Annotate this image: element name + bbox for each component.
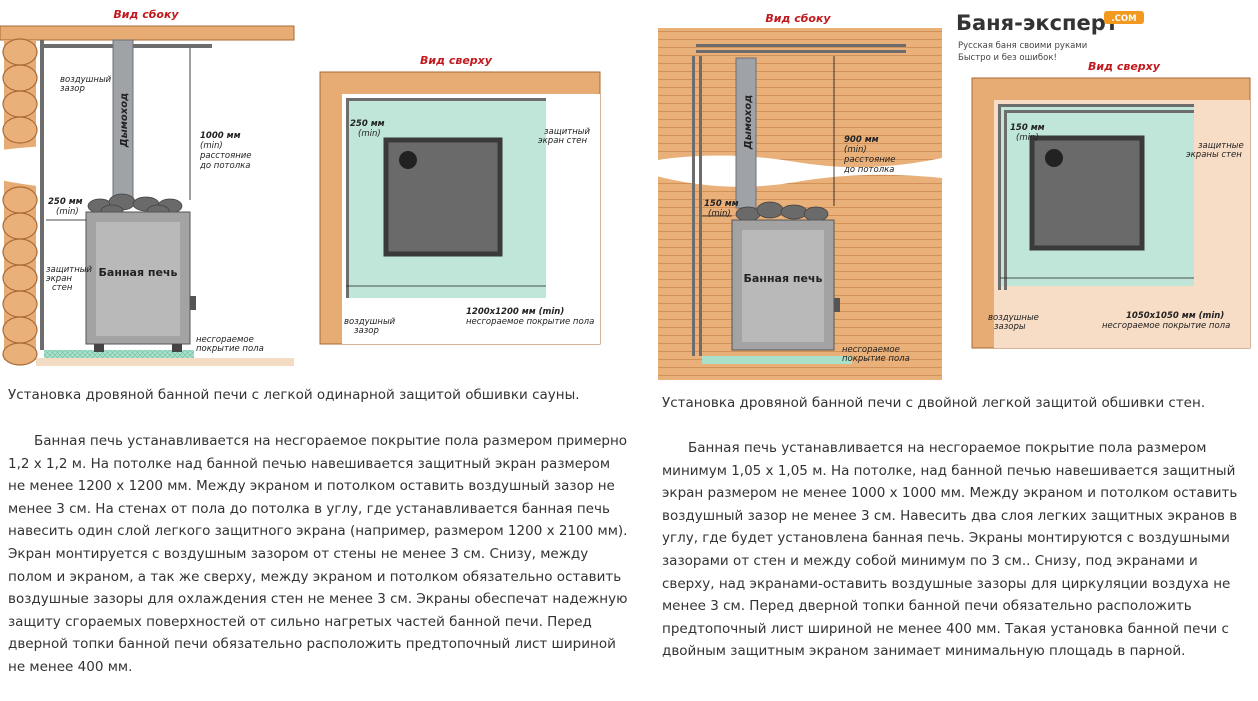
- floor-size-value: 1200x1200 мм (min): [466, 307, 564, 317]
- top-air-gap-label: воздушные: [988, 313, 1039, 323]
- logo-tagline: Быстро и без ошибок!: [958, 53, 1057, 63]
- logo-brand: Баня-эксперт: [956, 11, 1119, 35]
- left-top-title: Вид сверху: [420, 54, 493, 67]
- height-dim-min: (min): [844, 145, 867, 155]
- height-dim-min: (min): [200, 141, 223, 151]
- wall-screen-label: экран: [46, 274, 72, 284]
- height-dim-desc: расстояние: [199, 151, 252, 161]
- gap-dim-min: (min): [708, 209, 731, 219]
- floor-label: несгораемое: [842, 345, 900, 355]
- chimney-hole: [1045, 149, 1063, 167]
- left-description: Банная печь устанавливается на несгораем…: [8, 433, 628, 675]
- log-wall: [2, 38, 38, 366]
- stove-label: Банная печь: [744, 272, 823, 285]
- stove-top: [383, 137, 503, 257]
- wall-screen-label: стен: [52, 283, 73, 293]
- top-screen-label: защитный: [544, 127, 590, 137]
- top-air-gap-label: зазоры: [994, 322, 1026, 332]
- top-gap-min: (min): [358, 129, 381, 139]
- height-dim-value: 1000 мм: [200, 131, 241, 141]
- height-dim-desc: до потолка: [199, 161, 250, 171]
- floor-label: покрытие пола: [196, 344, 264, 354]
- wall-screen-top: [346, 98, 349, 298]
- air-gap-label: воздушный: [60, 75, 112, 85]
- floor-label: несгораемое: [196, 335, 254, 345]
- gap-dim-value: 150 мм: [704, 199, 739, 209]
- floor: [36, 358, 294, 366]
- stove-leg: [94, 344, 104, 352]
- right-top-title: Вид сверху: [1088, 60, 1161, 73]
- right-side-view-diagram: Вид сбоку Дымоход Банная печь 900 мм (mi…: [656, 12, 942, 380]
- ceiling-beam: [0, 25, 295, 41]
- wall-screen-outer: [998, 104, 1001, 290]
- gap-dim-min: (min): [56, 207, 79, 217]
- ceiling-screen: [696, 44, 906, 47]
- chimney-label: Дымоход: [743, 95, 754, 150]
- top-gap-min: (min): [1016, 133, 1039, 143]
- wall-screen-inner: [699, 56, 702, 356]
- top-screen-label: экран стен: [538, 136, 588, 146]
- top-gap-value: 250 мм: [350, 119, 385, 129]
- right-description: Банная печь устанавливается на несгораем…: [662, 440, 1238, 660]
- height-dim-desc: до потолка: [843, 165, 894, 175]
- wall-screen-outer: [998, 104, 1194, 107]
- left-caption: Установка дровяной банной печи с легкой …: [8, 387, 580, 403]
- top-air-gap-label: воздушный: [344, 317, 396, 327]
- wall-screen-outer: [692, 56, 695, 356]
- left-top-view-diagram: Вид сверху 250 мм (min) защитный экран с…: [319, 54, 601, 345]
- right-caption: Установка дровяной банной печи с двойной…: [662, 395, 1206, 411]
- floor-size-desc: несгораемое покрытие пола: [1102, 321, 1230, 331]
- floor-size-value: 1050x1050 мм (min): [1126, 311, 1224, 321]
- brand-logo: Баня-эксперт .COM Русская баня своими ру…: [956, 11, 1144, 63]
- fireproof-floor: [702, 356, 852, 364]
- floor-label: покрытие пола: [842, 354, 910, 364]
- air-gap-label: зазор: [60, 84, 85, 94]
- chimney-label: Дымоход: [119, 93, 130, 148]
- top-gap-value: 150 мм: [1010, 123, 1045, 133]
- stove-face: [742, 230, 824, 342]
- stove-leg: [172, 344, 182, 352]
- right-side-title: Вид сбоку: [765, 12, 831, 25]
- wall-screen-inner: [1004, 110, 1007, 290]
- stove-face: [96, 222, 180, 336]
- break-band: [656, 155, 942, 187]
- stove-stones: [735, 201, 829, 222]
- break-band: [0, 145, 300, 190]
- wall-screen-label: защитный: [46, 265, 92, 275]
- wall-screen-top: [346, 98, 546, 101]
- logo-domain: .COM: [1111, 14, 1136, 24]
- left-side-view-diagram: Вид сбоку Дымоход Банная печь возду: [0, 8, 300, 366]
- chimney-hole: [399, 151, 417, 169]
- top-air-gap-label: зазор: [354, 326, 379, 336]
- gap-dim-value: 250 мм: [48, 197, 83, 207]
- top-screen-label: защитные: [1198, 141, 1244, 151]
- logo-domain-badge: [1104, 11, 1144, 24]
- wall-screen-inner: [1004, 110, 1194, 113]
- floor-size-desc: несгораемое покрытие пола: [466, 317, 594, 327]
- height-dim-desc: расстояние: [843, 155, 896, 165]
- stove-handle: [834, 298, 840, 312]
- wall-screen: [40, 40, 44, 350]
- left-side-title: Вид сбоку: [113, 8, 179, 21]
- right-top-view-diagram: Вид сверху 150 мм (min) защитные экраны …: [971, 60, 1251, 349]
- stove-handle: [190, 296, 196, 310]
- stove-label: Банная печь: [99, 266, 178, 279]
- height-dim-value: 900 мм: [844, 135, 879, 145]
- top-screen-label: экраны стен: [1186, 150, 1242, 160]
- ceiling-screen: [696, 50, 906, 53]
- fireproof-floor: [44, 350, 194, 358]
- logo-tagline: Русская баня своими руками: [958, 41, 1087, 51]
